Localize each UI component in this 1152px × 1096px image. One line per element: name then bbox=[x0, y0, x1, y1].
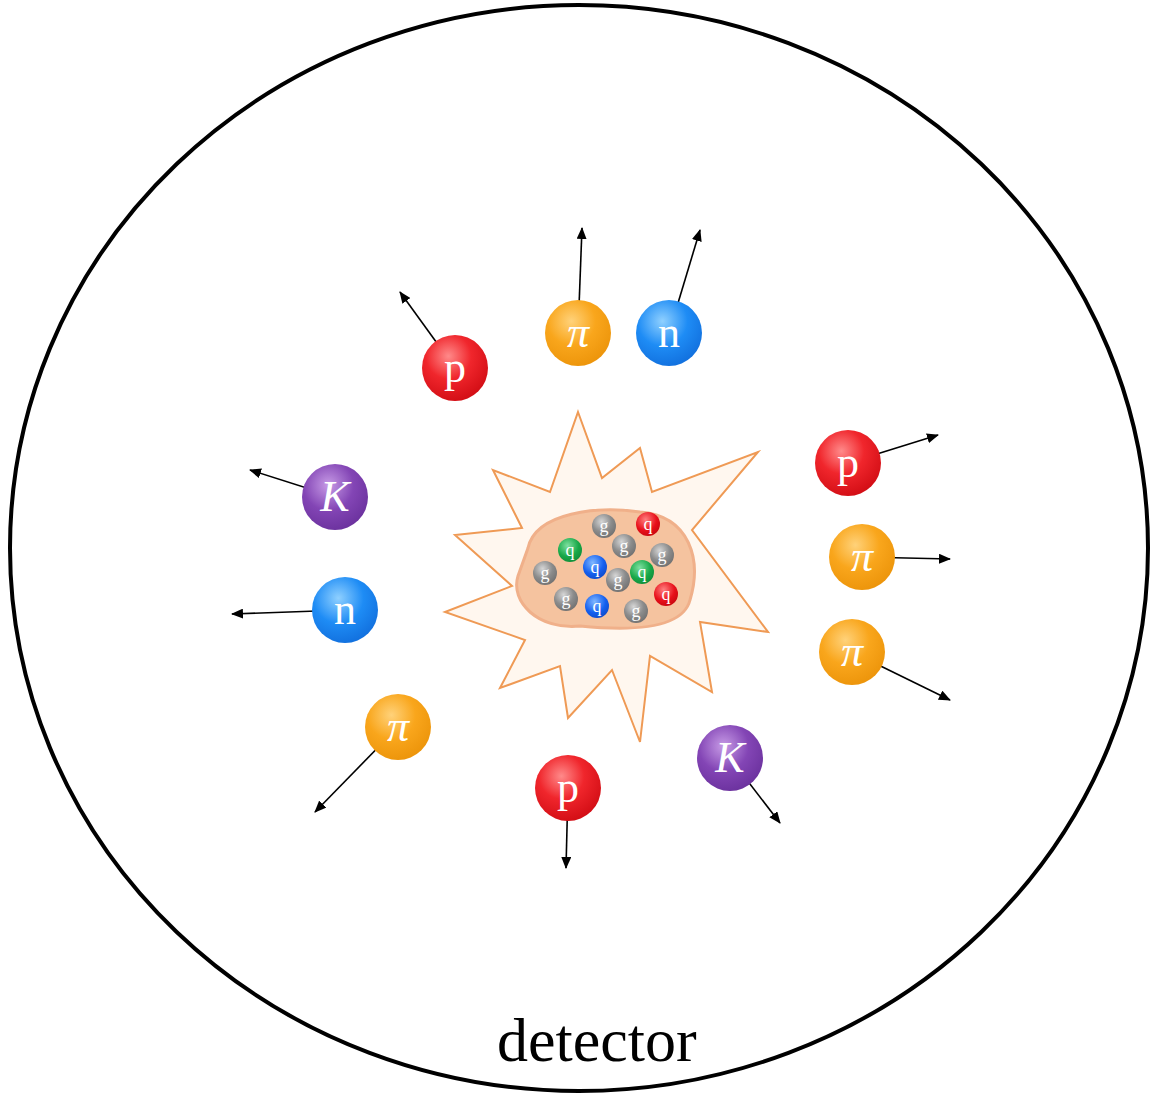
gluon-ball: g bbox=[533, 561, 557, 585]
node-label: π bbox=[851, 535, 873, 579]
node-label: K bbox=[320, 475, 349, 519]
quark-ball: q bbox=[630, 560, 654, 584]
pion-ball: π bbox=[819, 619, 885, 685]
quark-ball: q bbox=[558, 538, 582, 562]
node-label: π bbox=[567, 311, 589, 355]
gluon-ball: g bbox=[554, 587, 578, 611]
node-label: g bbox=[614, 571, 623, 589]
pion-ball: π bbox=[365, 694, 431, 760]
node-label: g bbox=[658, 546, 667, 564]
node-label: q bbox=[591, 558, 600, 576]
momentum-arrows bbox=[232, 228, 950, 868]
pion-ball: π bbox=[829, 524, 895, 590]
proton-ball: p bbox=[422, 335, 488, 401]
pion-ball: π bbox=[545, 300, 611, 366]
gluon-ball: g bbox=[592, 514, 616, 538]
node-label: g bbox=[600, 517, 609, 535]
node-label: K bbox=[715, 736, 744, 780]
gluon-ball: g bbox=[650, 543, 674, 567]
node-label: π bbox=[387, 705, 409, 749]
node-label: detector bbox=[497, 1009, 697, 1071]
node-label: q bbox=[644, 515, 653, 533]
proton-ball: p bbox=[535, 755, 601, 821]
quark-ball: q bbox=[585, 594, 609, 618]
node-label: n bbox=[658, 311, 680, 355]
proton-ball: p bbox=[815, 430, 881, 496]
node-label: n bbox=[334, 588, 356, 632]
node-label: q bbox=[638, 563, 647, 581]
neutron-ball: n bbox=[636, 300, 702, 366]
node-label: p bbox=[837, 441, 859, 485]
node-label: g bbox=[620, 537, 629, 555]
collision-starburst bbox=[445, 412, 768, 742]
quark-gluon-plasma bbox=[517, 510, 695, 628]
neutron-ball: n bbox=[312, 577, 378, 643]
node-label: q bbox=[566, 541, 575, 559]
node-label: π bbox=[841, 630, 863, 674]
quark-ball: q bbox=[636, 512, 660, 536]
node-label: g bbox=[562, 590, 571, 608]
node-label: p bbox=[557, 766, 579, 810]
gluon-ball: g bbox=[606, 568, 630, 592]
gluon-ball: g bbox=[612, 534, 636, 558]
node-label: p bbox=[444, 346, 466, 390]
node-label: g bbox=[632, 602, 641, 620]
node-label: q bbox=[662, 585, 671, 603]
node-label: q bbox=[593, 597, 602, 615]
quark-ball: q bbox=[583, 555, 607, 579]
gluon-ball: g bbox=[624, 599, 648, 623]
quark-ball: q bbox=[654, 582, 678, 606]
node-label: g bbox=[541, 564, 550, 582]
kaon-ball: K bbox=[697, 725, 763, 791]
kaon-ball: K bbox=[302, 464, 368, 530]
